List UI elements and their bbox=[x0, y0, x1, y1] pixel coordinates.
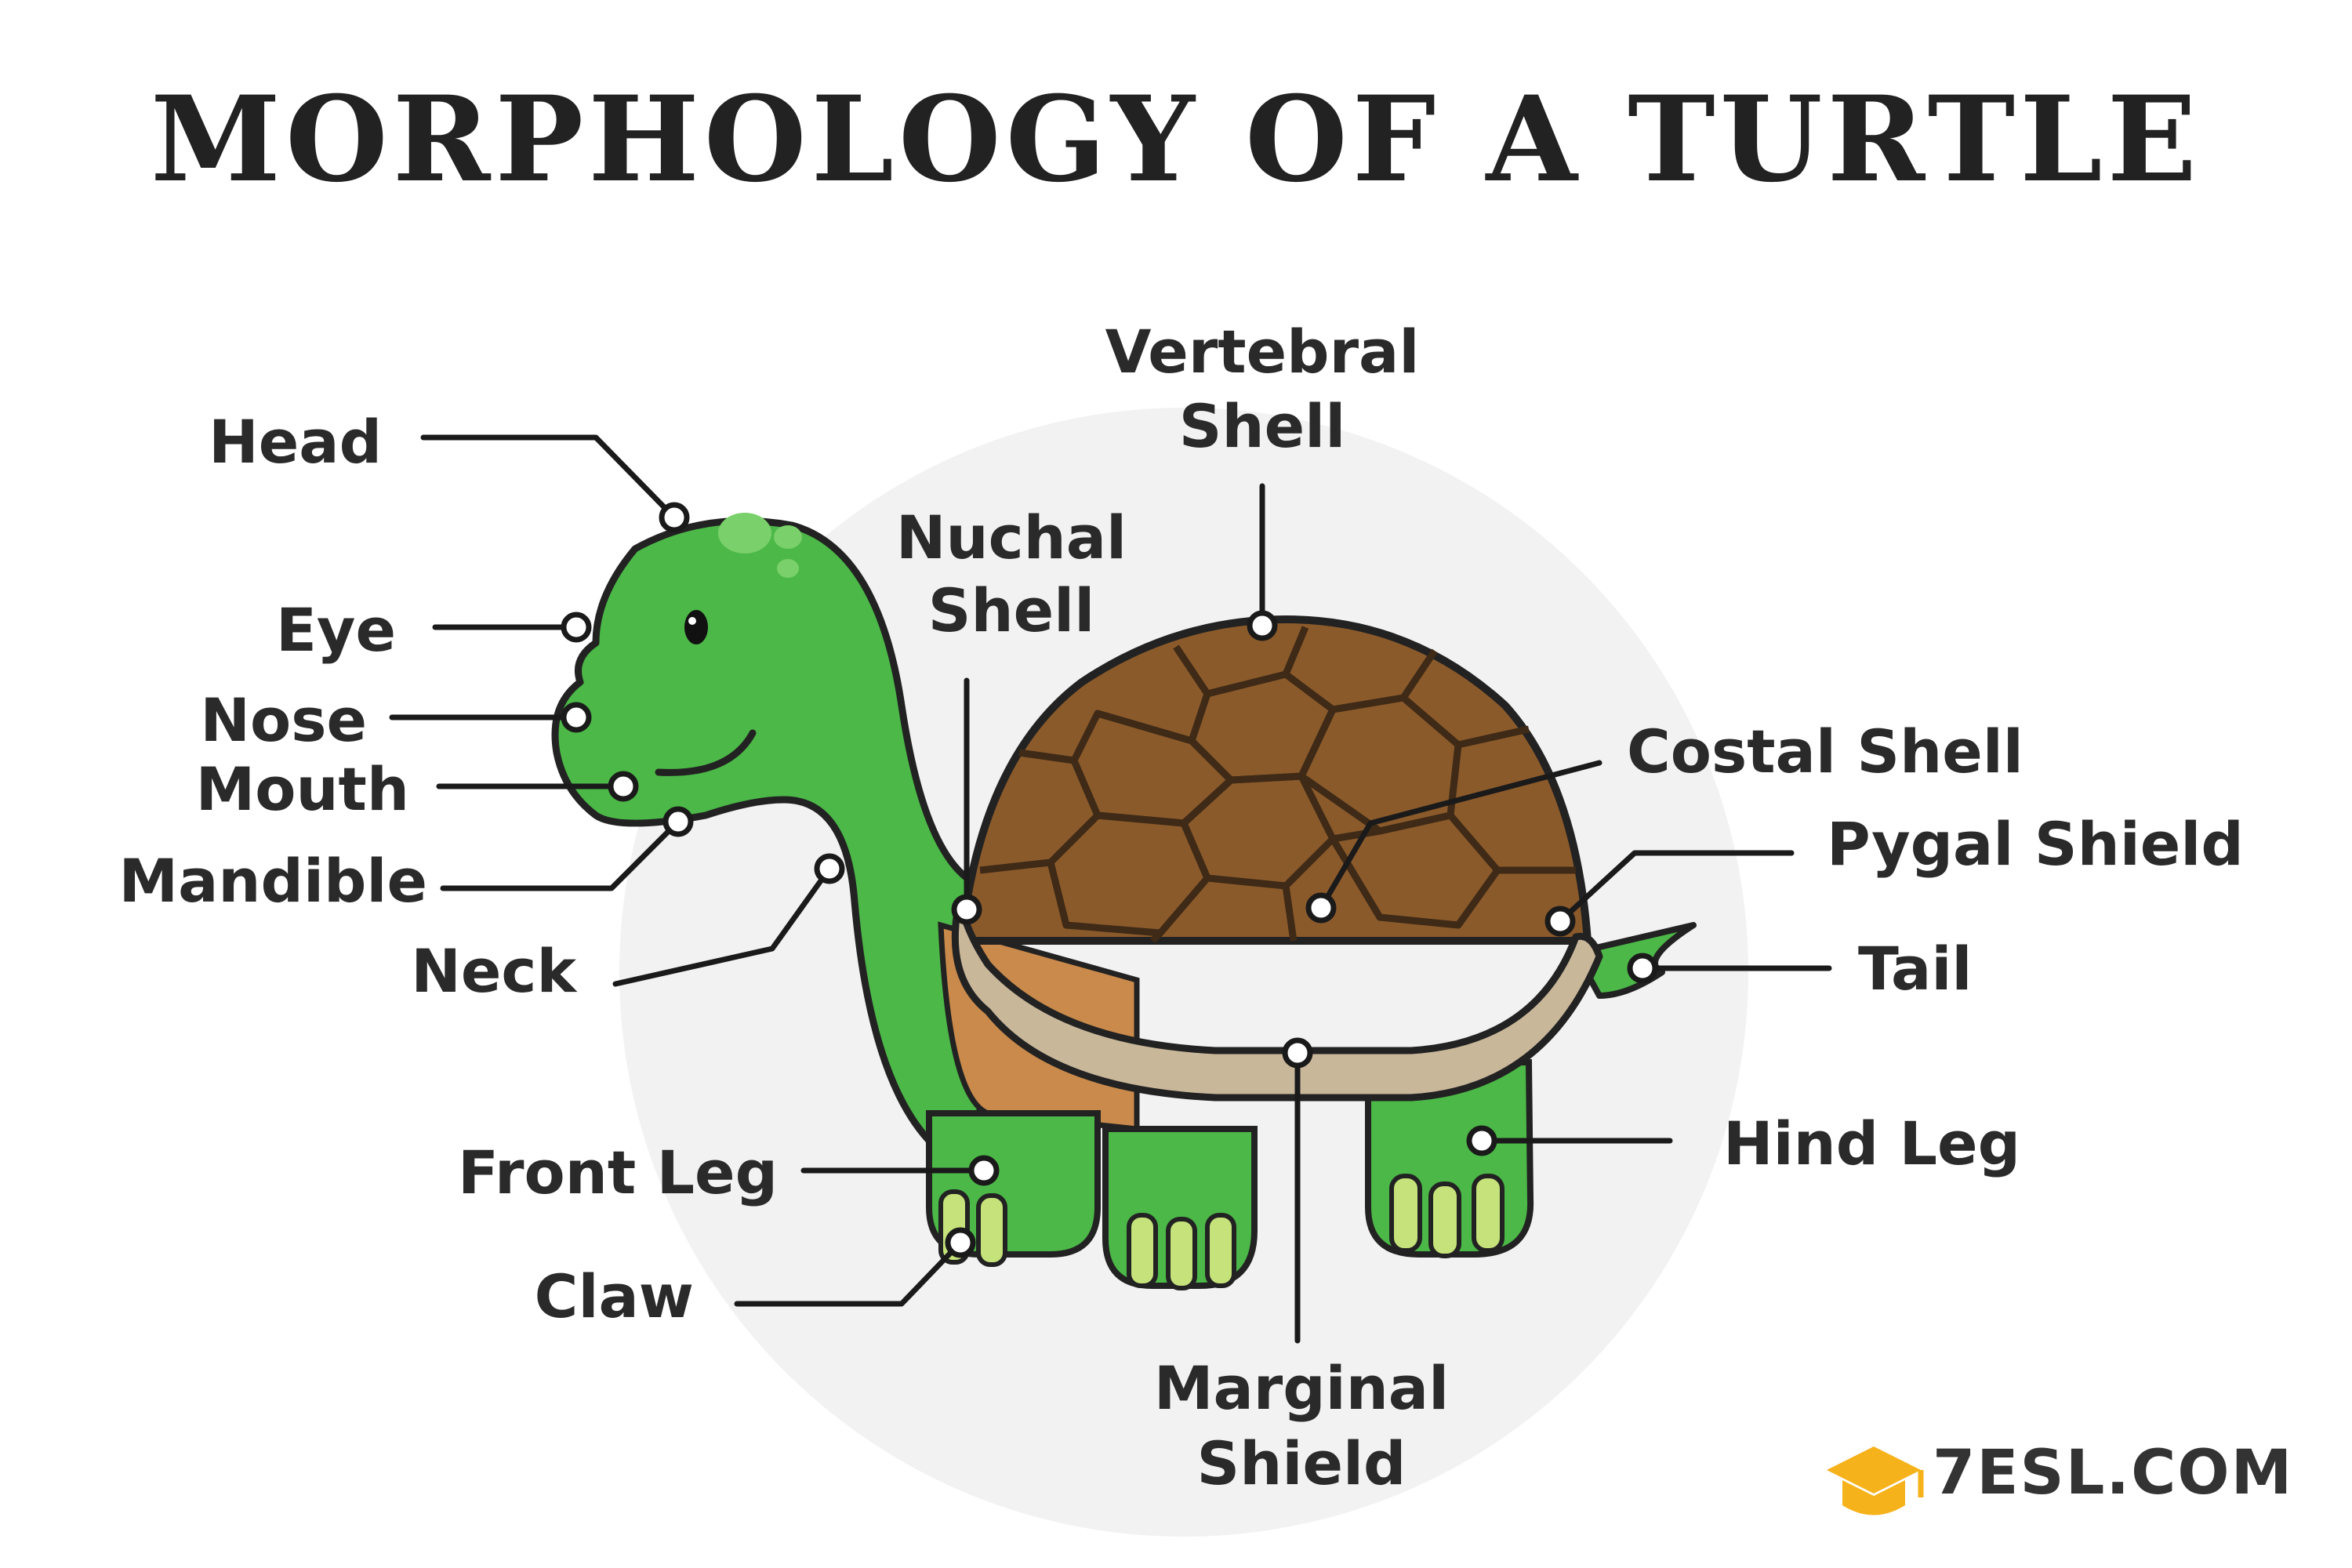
scute-lines bbox=[979, 626, 1576, 944]
label-marginal-line2: Shield bbox=[1197, 1428, 1406, 1498]
label-neck: Neck bbox=[411, 936, 577, 1006]
label-vertebral-line2: Shell bbox=[1179, 391, 1346, 461]
label-marginal-line1: Marginal bbox=[1154, 1353, 1449, 1423]
label-vertebral-line1: Vertebral bbox=[1105, 317, 1420, 387]
label-eye: Eye bbox=[276, 595, 396, 665]
page-title: MORPHOLOGY OF A TURTLE bbox=[151, 71, 2201, 209]
label-head: Head bbox=[209, 407, 382, 477]
label-mouth: Mouth bbox=[196, 754, 409, 824]
front-leg-right bbox=[1102, 1126, 1258, 1290]
label-costal-shell: Costal Shell bbox=[1627, 717, 2024, 786]
label-mandible: Mandible bbox=[119, 846, 427, 916]
logo-text: 7ESL.COM bbox=[1933, 1438, 2293, 1508]
label-hind-leg: Hind Leg bbox=[1723, 1109, 2020, 1178]
smile bbox=[655, 729, 757, 776]
labels: Head Eye Nose Mouth Mandible Neck Front … bbox=[119, 317, 2244, 1498]
eye-icon bbox=[684, 610, 708, 644]
label-front-leg: Front Leg bbox=[458, 1138, 778, 1207]
label-nose: Nose bbox=[200, 685, 367, 755]
label-tail: Tail bbox=[1858, 934, 1972, 1004]
graduation-cap-icon bbox=[1827, 1446, 1924, 1515]
label-nuchal-line1: Nuchal bbox=[896, 503, 1127, 572]
shell-rim bbox=[951, 913, 1603, 1102]
brand-logo[interactable]: 7ESL.COM bbox=[1827, 1438, 2293, 1515]
neck bbox=[551, 517, 984, 1149]
label-claw: Claw bbox=[535, 1261, 694, 1331]
hind-leg bbox=[1365, 1059, 1534, 1258]
label-pygal-shield: Pygal Shield bbox=[1827, 809, 2244, 879]
leader-lines bbox=[389, 434, 1832, 1344]
label-nuchal-line2: Shell bbox=[928, 575, 1095, 645]
